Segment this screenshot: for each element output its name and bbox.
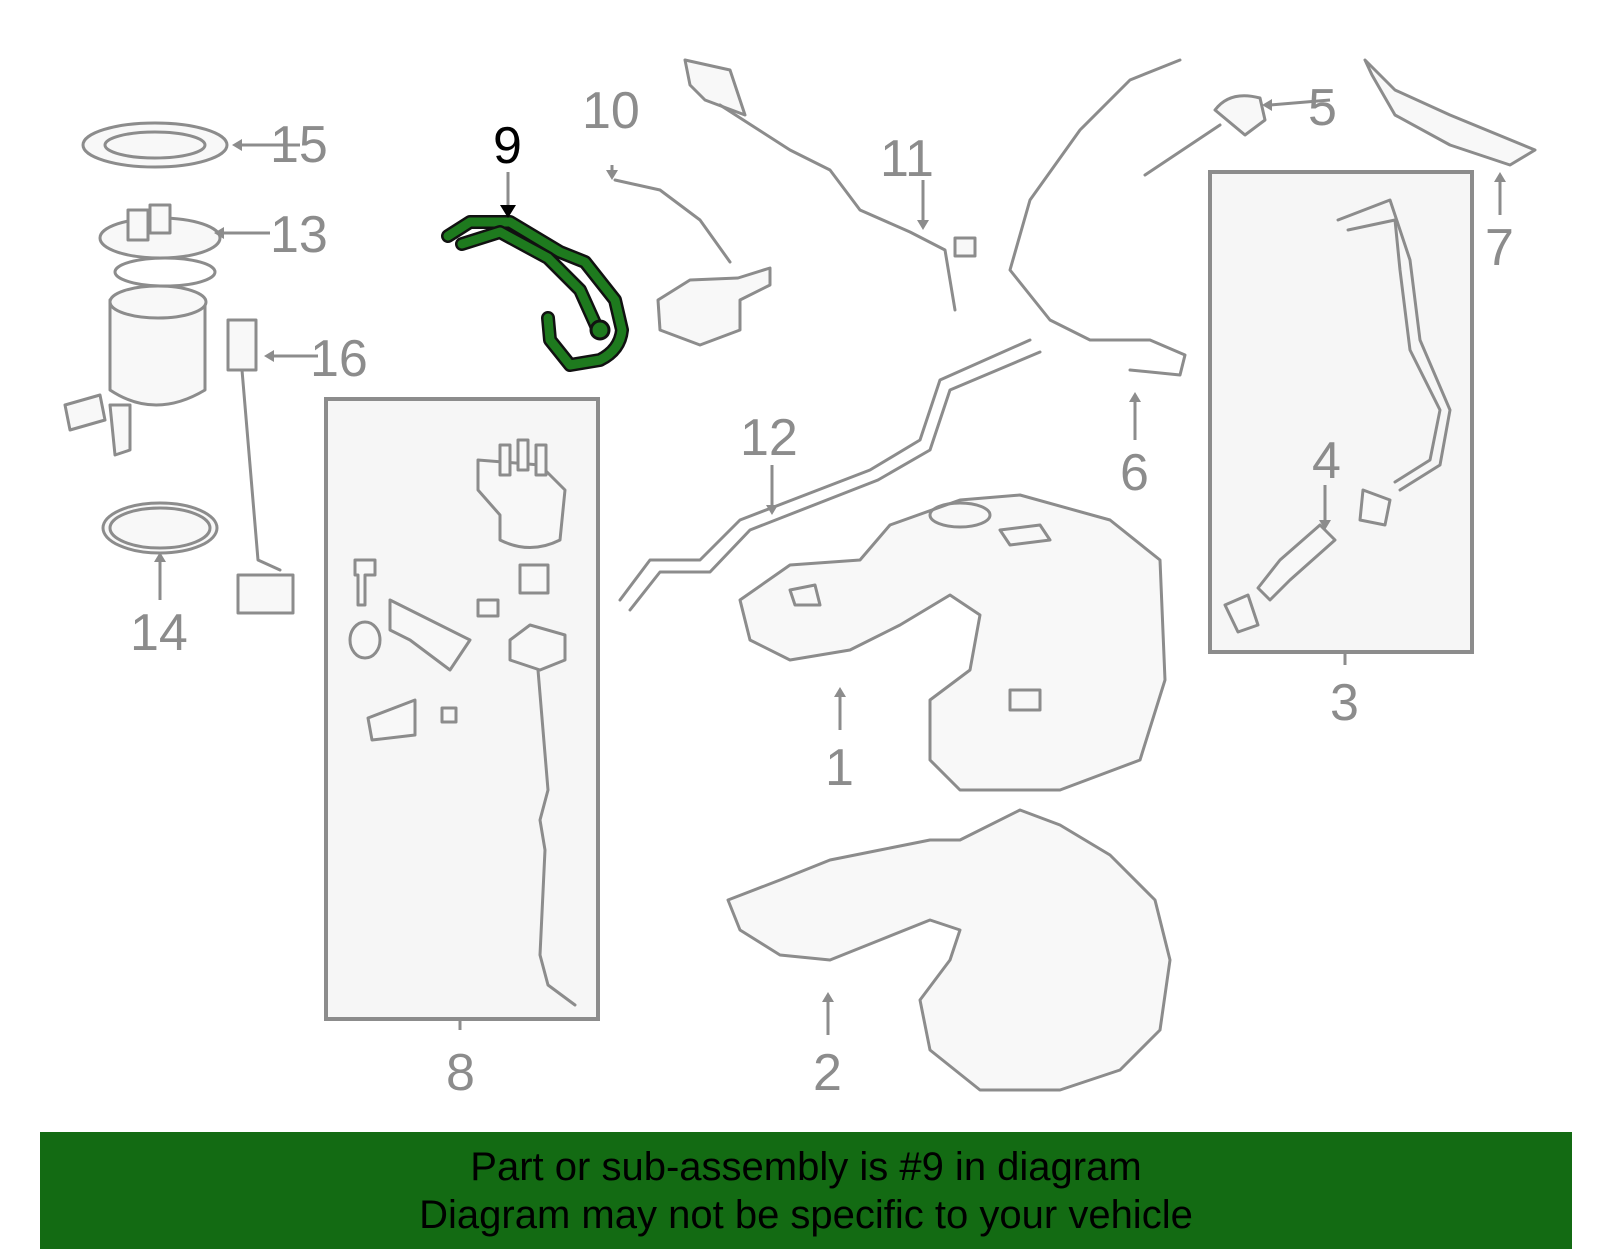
callout-16: 16: [310, 330, 368, 388]
callout-13: 13: [270, 206, 328, 264]
part-6-vent-tube[interactable]: [1008, 58, 1187, 377]
callout-11: 11: [880, 130, 934, 188]
callout-2: 2: [813, 1044, 842, 1102]
callout-15: 15: [270, 116, 328, 174]
part-15-lock-ring[interactable]: [81, 121, 229, 169]
callout-10: 10: [582, 82, 640, 140]
callout-3: 3: [1330, 674, 1359, 732]
part-3-filler-neck[interactable]: [1336, 198, 1452, 527]
part-11-harness[interactable]: [683, 58, 977, 312]
callout-9: 9: [493, 117, 522, 175]
info-footer: Part or sub-assembly is #9 in diagram Di…: [40, 1132, 1572, 1249]
part-5-filler-cap[interactable]: [1143, 94, 1267, 177]
callout-12: 12: [740, 409, 798, 467]
part-14-seal[interactable]: [101, 501, 219, 555]
part-16-fuel-level-sender[interactable]: [226, 318, 295, 615]
footer-part-note: Part or sub-assembly is #9 in diagram: [470, 1144, 1142, 1189]
part-2-heat-shield[interactable]: [726, 808, 1172, 1092]
part-8-pump-components[interactable]: [348, 438, 577, 1007]
callout-14: 14: [130, 604, 188, 662]
footer-disclaimer: Diagram may not be specific to your vehi…: [419, 1192, 1193, 1237]
part-3-group-box: [1208, 170, 1474, 654]
part-7-shield[interactable]: [1363, 58, 1537, 167]
part-10-vapor-line[interactable]: [613, 178, 772, 347]
part-4-hose[interactable]: [1223, 523, 1337, 634]
part-13-fuel-pump-module[interactable]: [63, 203, 222, 457]
callout-5: 5: [1308, 79, 1337, 137]
callout-8: 8: [446, 1044, 475, 1102]
callout-leaders: [154, 98, 1506, 1035]
callout-4: 4: [1312, 432, 1341, 490]
part-12-fuel-line-bundle[interactable]: [618, 338, 1042, 612]
callout-6: 6: [1120, 444, 1149, 502]
part-9-fuel-line-highlighted[interactable]: [441, 215, 629, 372]
part-1-fuel-tank[interactable]: [738, 493, 1167, 792]
callout-7: 7: [1485, 219, 1514, 277]
callout-1: 1: [825, 739, 854, 797]
